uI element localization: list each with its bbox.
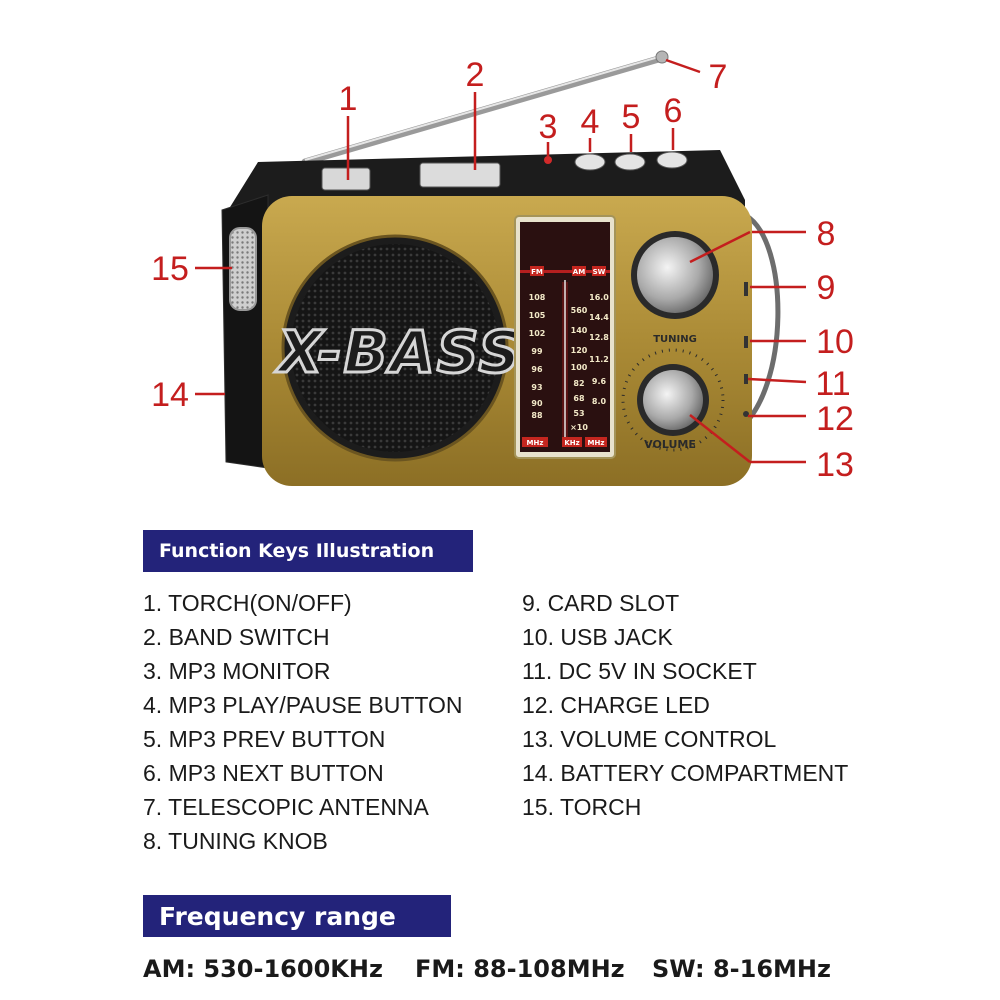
function-key-item: 10. USB JACK (522, 624, 673, 650)
function-key-item: 15. TORCH (522, 794, 642, 820)
function-keys-left-list: 1. TORCH(ON/OFF) 2. BAND SWITCH 3. MP3 M… (143, 588, 463, 860)
volume-label: VOLUME (644, 438, 696, 451)
radio-diagram: X-BASS FM AM SW 108 105 102 99 96 93 90 … (151, 50, 854, 486)
callout-12: 12 (816, 400, 854, 438)
dial-sw-scale: 11.2 (589, 355, 609, 364)
function-key-item: 3. MP3 MONITOR (143, 658, 331, 684)
dial-am-header: AM (573, 268, 585, 276)
function-key-item: 5. MP3 PREV BUTTON (143, 726, 386, 752)
dial-fm-scale: 99 (531, 347, 543, 356)
tuning-knob (631, 231, 719, 319)
callout-14: 14 (151, 376, 189, 414)
callout-2: 2 (466, 56, 485, 94)
callout-1: 1 (339, 80, 358, 118)
mp3-monitor-led (544, 156, 552, 164)
usb-jack (744, 336, 748, 348)
function-key-item: 6. MP3 NEXT BUTTON (143, 760, 384, 786)
frequency-range-title: Frequency range (143, 895, 451, 937)
mp3-play-pause-button (574, 153, 606, 171)
dial-unit-mhz: MHz (527, 439, 544, 447)
dial-sw-scale: 8.0 (592, 397, 607, 406)
dial-sw-scale: 9.6 (592, 377, 607, 386)
volume-knob (621, 348, 725, 452)
function-key-item: 14. BATTERY COMPARTMENT (522, 760, 849, 786)
function-key-item: 11. DC 5V IN SOCKET (522, 658, 757, 684)
dial-am-scale: 82 (573, 379, 584, 388)
speaker-logo: X-BASS (275, 318, 522, 386)
callout-11: 11 (815, 365, 850, 403)
callout-3: 3 (539, 108, 558, 146)
callout-15: 15 (151, 250, 189, 288)
function-key-item: 7. TELESCOPIC ANTENNA (143, 794, 429, 820)
function-key-item: 13. VOLUME CONTROL (522, 726, 777, 752)
card-slot (744, 282, 748, 296)
function-key-item: 8. TUNING KNOB (143, 828, 328, 854)
dial-unit-mhz: MHz (588, 439, 605, 447)
speaker-grille: X-BASS (273, 234, 522, 462)
mp3-prev-button (614, 153, 646, 171)
tuning-dial-window: FM AM SW 108 105 102 99 96 93 90 88 560 … (514, 215, 616, 459)
callout-10: 10 (816, 323, 854, 361)
callout-9: 9 (817, 269, 836, 307)
callout-4: 4 (581, 103, 600, 141)
function-keys-right-list: 9. CARD SLOT 10. USB JACK 11. DC 5V IN S… (522, 588, 848, 826)
dial-fm-scale: 102 (529, 329, 546, 338)
dc-socket (744, 374, 748, 384)
dial-sw-scale: 14.4 (589, 313, 609, 322)
function-key-item: 2. BAND SWITCH (143, 624, 330, 650)
dial-sw-header: SW (593, 268, 606, 276)
dial-am-scale: 68 (573, 394, 585, 403)
frequency-fm: FM: 88-108MHz (415, 955, 625, 983)
dial-unit-khz: KHz (564, 439, 579, 447)
mp3-next-button (656, 151, 688, 169)
callout-5: 5 (622, 98, 641, 136)
callout-13: 13 (816, 446, 854, 484)
function-key-item: 12. CHARGE LED (522, 692, 710, 718)
frequency-am: AM: 530-1600KHz (143, 955, 383, 983)
dial-fm-scale: 105 (529, 311, 546, 320)
function-key-item: 1. TORCH(ON/OFF) (143, 590, 352, 616)
dial-am-scale: 100 (571, 363, 588, 372)
function-key-item: 9. CARD SLOT (522, 590, 680, 616)
callout-8: 8 (817, 215, 836, 253)
dial-sw-scale: 12.8 (589, 333, 609, 342)
dial-fm-scale: 108 (529, 293, 546, 302)
callout-leaders (195, 58, 807, 464)
dial-sw-scale: 16.0 (589, 293, 609, 302)
dial-fm-scale: 90 (531, 399, 543, 408)
dial-fm-scale: 96 (531, 365, 543, 374)
callout-6: 6 (664, 92, 683, 130)
dial-fm-scale: 93 (531, 383, 542, 392)
torch-switch (321, 167, 371, 191)
dial-am-scale: ×10 (570, 423, 588, 432)
telescopic-antenna (301, 50, 669, 166)
dial-am-scale: 140 (571, 326, 588, 335)
function-key-item: 4. MP3 PLAY/PAUSE BUTTON (143, 692, 463, 718)
torch-lens (229, 227, 257, 311)
dial-am-scale: 560 (571, 306, 588, 315)
dial-am-scale: 120 (571, 346, 588, 355)
dial-fm-header: FM (531, 268, 543, 276)
charge-led (743, 411, 749, 417)
carry-strap (736, 212, 781, 432)
dial-am-scale: 53 (573, 409, 584, 418)
callout-7: 7 (709, 58, 728, 96)
frequency-sw: SW: 8-16MHz (652, 955, 831, 983)
tuning-label: TUNING (653, 334, 697, 345)
dial-fm-scale: 88 (531, 411, 543, 420)
band-switch (419, 162, 501, 188)
function-keys-title: Function Keys Illustration (143, 530, 473, 572)
